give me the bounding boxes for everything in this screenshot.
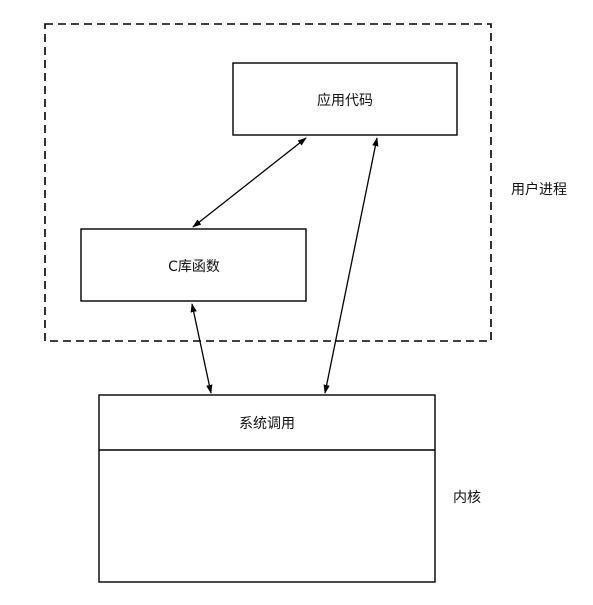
arrow-app-to-clib	[192, 137, 307, 228]
arrow-clib-to-syscall	[190, 303, 213, 394]
app-code-label: 应用代码	[317, 93, 373, 109]
arrow-app-to-syscall	[323, 137, 379, 394]
c-library-label: C库函数	[168, 259, 220, 275]
syscall-label: 系统调用	[239, 416, 295, 432]
c-library-box	[80, 228, 307, 302]
kernel-box	[98, 394, 436, 583]
kernel-label: 内核	[453, 490, 481, 506]
user-process-boundary	[44, 23, 492, 342]
user-process-label: 用户进程	[511, 182, 567, 198]
app-code-box	[232, 62, 458, 136]
